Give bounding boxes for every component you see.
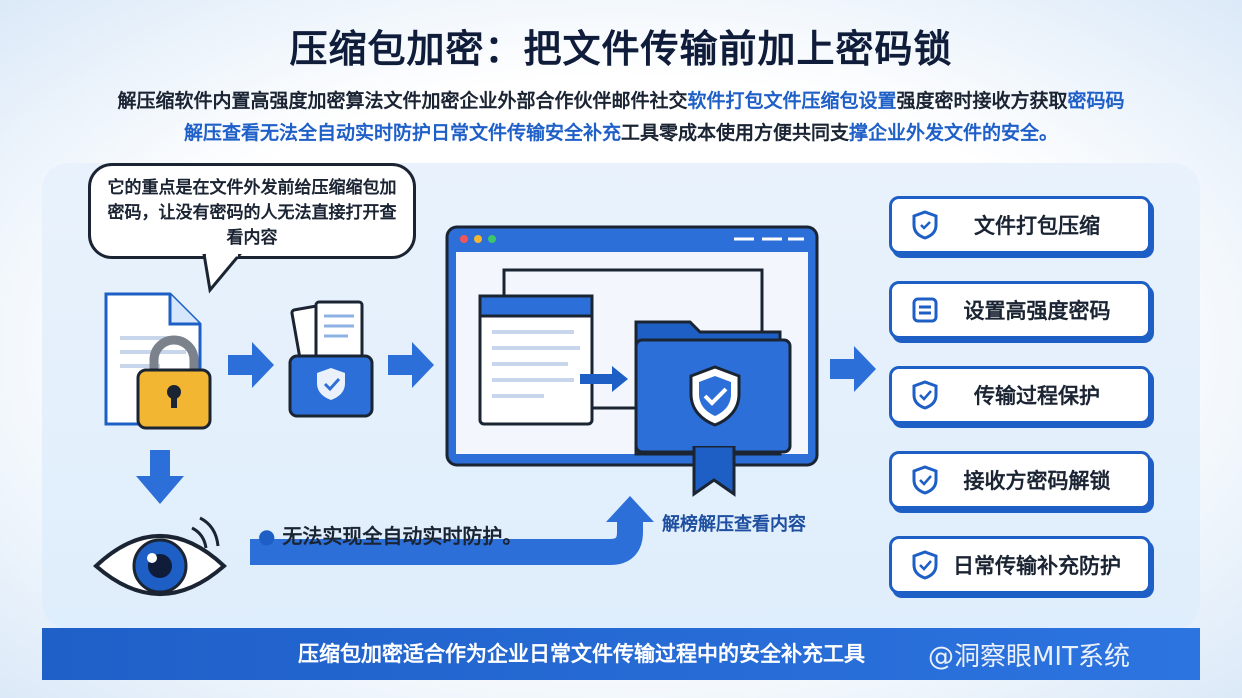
eye-icon bbox=[93, 516, 227, 596]
arrow-right-icon bbox=[388, 342, 434, 388]
step-box-5: 日常传输补充防护 bbox=[889, 536, 1151, 594]
shield-icon bbox=[912, 210, 938, 240]
step-label: 设置高强度密码 bbox=[963, 299, 1111, 323]
browser-window bbox=[445, 225, 819, 467]
limitation-note: ● 无法实现全自动实时防护。 bbox=[258, 520, 522, 549]
intro-highlight: 撑企业外发文件的安全。 bbox=[849, 122, 1059, 144]
decrypt-label: 解榜解压查看内容 bbox=[662, 514, 806, 535]
intro-line-1: 解压缩软件内置高强度加密算法文件加密企业外部合作伙伴邮件社交软件打包文件压缩包设… bbox=[0, 86, 1242, 113]
intro-line-2: 解压查看无法全自动实时防护日常文件传输安全补充工具零成本使用方便共同支撑企业外发… bbox=[0, 118, 1242, 145]
intro-text: 强度密时接收方获取 bbox=[896, 90, 1068, 112]
shield-check-icon bbox=[689, 365, 741, 427]
step-label: 文件打包压缩 bbox=[974, 214, 1100, 238]
step-label: 传输过程保护 bbox=[974, 384, 1100, 408]
arrow-right-icon bbox=[228, 342, 274, 388]
intro-highlight: 解压查看无法全自动实时防护日常文件传输安全补充 bbox=[183, 122, 621, 144]
note-text: 无法实现全自动实时防护。 bbox=[282, 524, 523, 548]
step-box-2: 设置高强度密码 bbox=[889, 281, 1151, 339]
arrow-right-icon bbox=[830, 346, 876, 392]
step-box-1: 文件打包压缩 bbox=[889, 196, 1151, 254]
shield-check-icon bbox=[912, 465, 938, 495]
bottom-banner: 压缩包加密适合作为企业日常文件传输过程中的安全补充工具 bbox=[42, 628, 1200, 680]
locked-document-icon bbox=[104, 292, 212, 430]
arrow-down-icon bbox=[136, 450, 184, 504]
compressed-package-icon bbox=[288, 300, 374, 418]
intro-highlight: 软件打包文件压缩包设置 bbox=[687, 90, 897, 112]
location-pin-icon: ● bbox=[258, 524, 276, 548]
list-icon bbox=[912, 297, 938, 323]
intro-text: 工具零成本使用方便共同支 bbox=[620, 122, 849, 144]
intro-highlight: 密码码 bbox=[1067, 90, 1125, 112]
step-box-3: 传输过程保护 bbox=[889, 366, 1151, 424]
speech-bubble: 它的重点是在文件外发前给压缩缩包加密码，让没有密码的人无法直接打开查看内容 bbox=[88, 163, 416, 259]
step-label: 接收方密码解锁 bbox=[963, 469, 1111, 493]
step-box-4: 接收方密码解锁 bbox=[889, 451, 1151, 509]
watermark: @洞察眼MIT系统 bbox=[928, 642, 1130, 672]
curved-arrow bbox=[250, 496, 654, 565]
bubble-tail bbox=[202, 254, 242, 294]
step-label: 日常传输补充防护 bbox=[953, 554, 1121, 578]
shield-check-icon bbox=[912, 380, 938, 410]
ribbon-bookmark-icon bbox=[692, 446, 736, 497]
intro-text: 解压缩软件内置高强度加密算法文件加密企业外部合作伙伴邮件社交 bbox=[117, 90, 688, 112]
shield-check-icon bbox=[912, 550, 938, 580]
page-title: 压缩包加密：把文件传输前加上密码锁 bbox=[289, 27, 953, 71]
